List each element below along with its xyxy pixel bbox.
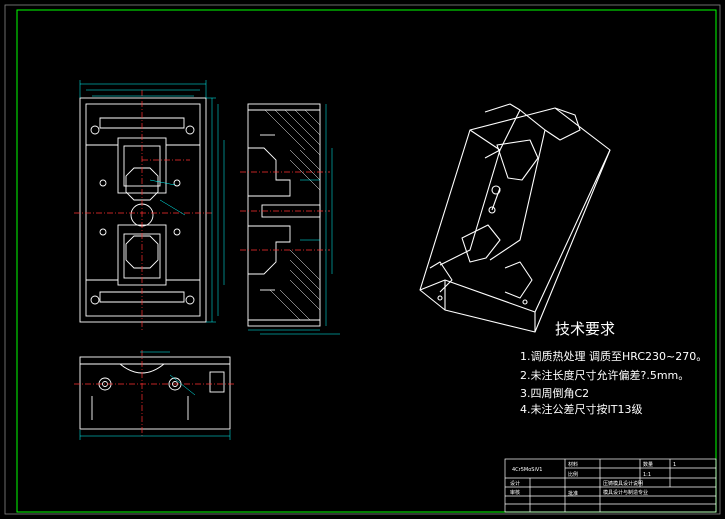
side-section-centerlines — [240, 171, 330, 251]
requirement-item-4: 4.未注公差尺寸按IT13级 — [520, 402, 642, 416]
top-view — [79, 356, 231, 430]
title-block-design-label: 设计 — [510, 480, 520, 487]
side-section-dimensions — [248, 104, 340, 335]
top-view-dimensions — [79, 351, 231, 440]
requirements-heading: 技术要求 — [555, 320, 615, 338]
title-block-scale-label: 比例 — [568, 471, 578, 478]
front-view-dimensions — [79, 80, 225, 323]
isometric-view — [419, 103, 611, 333]
title-block-qty-label: 数量 — [643, 461, 653, 468]
title-block-check-label: 审核 — [510, 489, 520, 496]
side-section-view — [247, 103, 321, 327]
title-block-approve-label: 批准 — [568, 490, 578, 497]
inner-frame — [16, 9, 717, 513]
title-block-material-label: 材料 — [568, 461, 578, 468]
title-block-part-name: 4Cr5MoSiV1 — [512, 467, 542, 473]
title-block — [504, 458, 717, 513]
title-block-school-line2: 模具设计与制造专业 — [603, 489, 648, 496]
requirement-item-2: 2.未注长度尺寸允许偏差?.5mm。 — [520, 368, 689, 382]
front-view-centerlines — [74, 90, 212, 330]
top-view-centerlines — [74, 350, 236, 436]
outer-frame — [4, 4, 721, 515]
title-block-qty-value: 1 — [673, 462, 676, 468]
front-view — [79, 97, 207, 323]
side-section-hatching — [264, 109, 321, 321]
requirement-item-3: 3.四周倒角C2 — [520, 387, 589, 400]
title-block-school-line1: 压铸模具设计说明 — [603, 480, 643, 487]
title-block-scale-value: 1:1 — [643, 472, 651, 478]
requirement-item-1: 1.调质热处理 调质至HRC230~270。 — [520, 350, 707, 363]
